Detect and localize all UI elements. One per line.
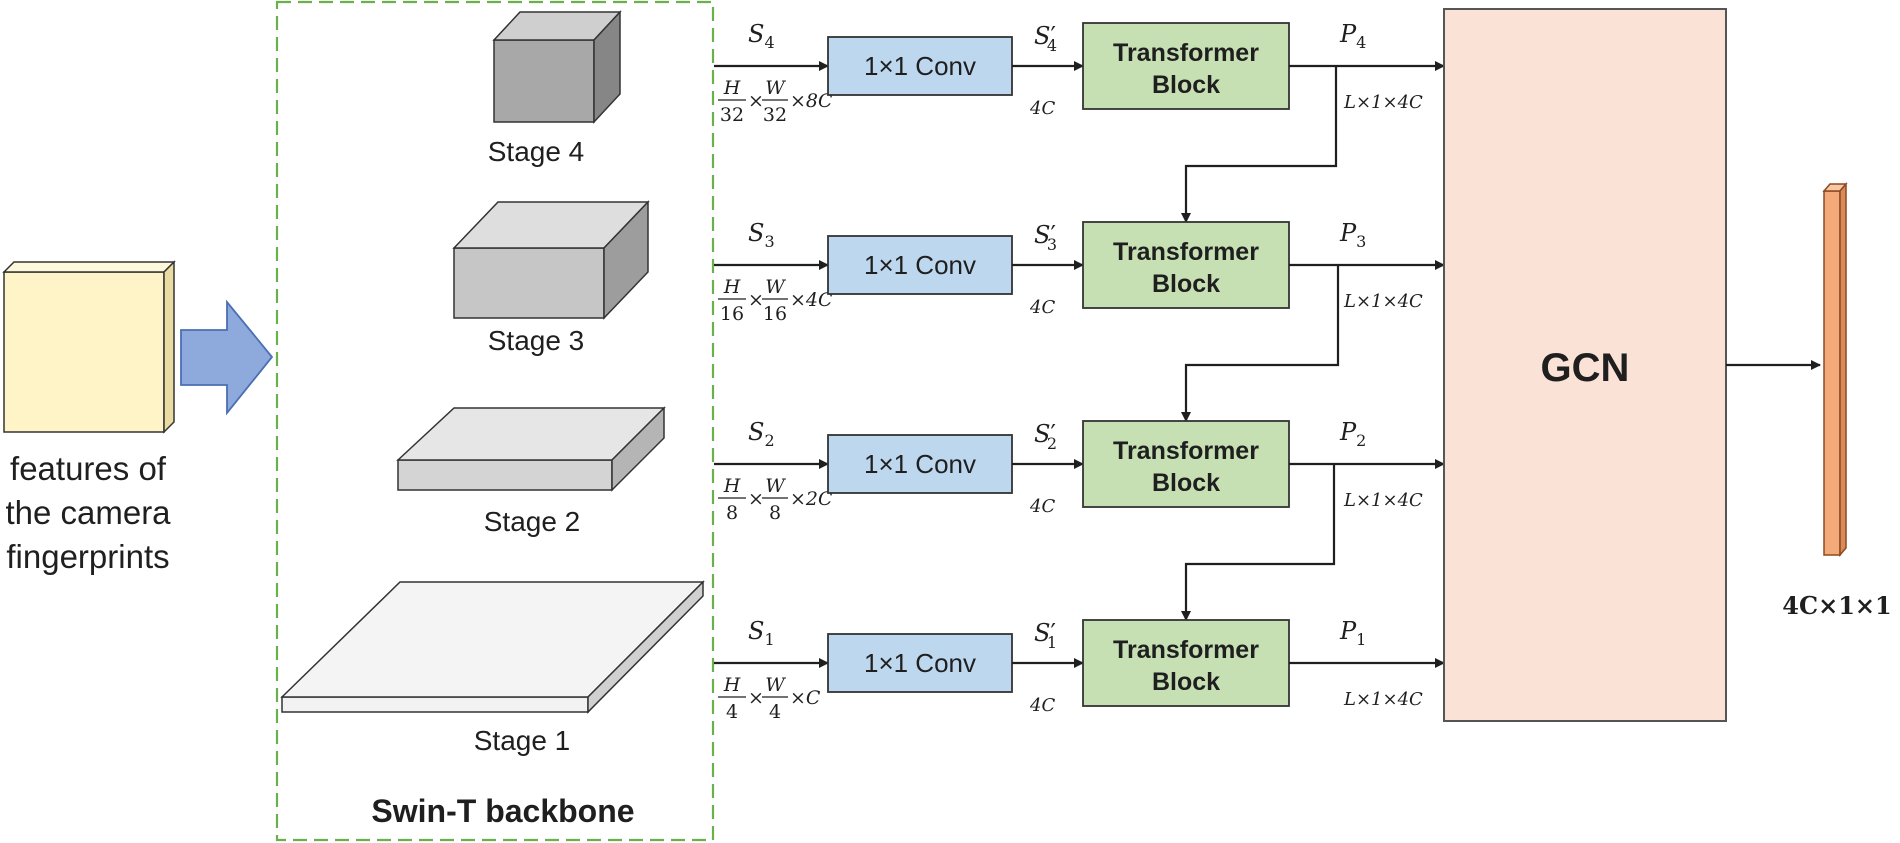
dim-w-denominator: 8	[769, 502, 781, 524]
conv-label: 1×1 Conv	[864, 250, 976, 280]
dim-channel-label: ×4C	[790, 289, 833, 311]
projected-feature-label: S′2	[1034, 420, 1057, 453]
transformer-label-line-2: Block	[1152, 71, 1220, 99]
conv-label: 1×1 Conv	[864, 648, 976, 678]
projected-feature-label: S′4	[1034, 22, 1057, 55]
pyramid-output-label: P2	[1339, 418, 1366, 450]
gcn-label: GCN	[1541, 346, 1630, 390]
dim-w-denominator: 32	[763, 104, 787, 126]
transformer-block	[1082, 221, 1290, 309]
stage-4-block	[492, 10, 622, 124]
times-sign: ×	[748, 488, 764, 510]
transformer-label-line-2: Block	[1152, 270, 1220, 298]
channel-count-label: 4C	[1029, 297, 1055, 318]
dim-channel-label: ×8C	[790, 90, 833, 112]
conv-label: 1×1 Conv	[864, 449, 976, 479]
stage-4-label: Stage 4	[488, 136, 585, 167]
output-vector	[1822, 181, 1848, 558]
output-dim-label: 4C×1×1	[1782, 591, 1891, 620]
output-dim-label: L×1×4C	[1343, 291, 1423, 312]
stage-1-block	[280, 580, 705, 714]
pyramid-output-label: P3	[1339, 219, 1366, 251]
stage-feature-label: S4	[748, 20, 775, 52]
input-label-line-2: the camera	[5, 494, 171, 531]
transformer-block	[1082, 619, 1290, 707]
projected-feature-label: S′1	[1034, 619, 1057, 652]
top-down-connection-arrow	[1181, 464, 1336, 621]
channel-count-label: 4C	[1029, 98, 1055, 119]
conv-1x1-box	[827, 36, 1013, 96]
backbone-frame	[275, 0, 715, 842]
transformer-label-line-1: Transformer	[1113, 238, 1259, 266]
times-sign: ×	[748, 90, 764, 112]
dim-w-numerator: W	[765, 276, 786, 298]
stage-2-block	[396, 406, 666, 492]
output-dim-label: L×1×4C	[1343, 92, 1423, 113]
conv-label: 1×1 Conv	[864, 51, 976, 81]
output-dim-label: L×1×4C	[1343, 689, 1423, 710]
pyramid-output-label: P1	[1339, 617, 1366, 649]
top-down-connection-arrow	[1181, 66, 1338, 223]
input-to-backbone-arrow	[180, 299, 274, 416]
dim-channel-label: ×2C	[790, 488, 833, 510]
times-sign: ×	[748, 687, 764, 709]
transformer-label-line-1: Transformer	[1113, 636, 1259, 664]
gcn-block	[1443, 8, 1727, 722]
stage-feature-label: S1	[748, 617, 775, 649]
top-down-connection-arrow	[1181, 265, 1340, 422]
input-feature-block	[2, 260, 176, 434]
transformer-label-line-2: Block	[1152, 668, 1220, 696]
dim-w-denominator: 4	[769, 701, 781, 723]
channel-count-label: 4C	[1029, 695, 1055, 716]
dim-w-numerator: W	[765, 674, 786, 696]
dim-w-denominator: 16	[763, 303, 787, 325]
projected-feature-label: S′3	[1034, 221, 1057, 254]
dim-h-denominator: 32	[720, 104, 744, 126]
transformer-block	[1082, 22, 1290, 110]
times-sign: ×	[748, 289, 764, 311]
transformer-label-line-1: Transformer	[1113, 39, 1259, 67]
stage-2-label: Stage 2	[484, 506, 581, 537]
dim-h-numerator: H	[723, 77, 741, 99]
transformer-block	[1082, 420, 1290, 508]
output-dim-label: L×1×4C	[1343, 490, 1423, 511]
dim-h-numerator: H	[723, 276, 741, 298]
dim-h-denominator: 8	[726, 502, 738, 524]
stage-feature-label: S2	[748, 418, 775, 450]
dim-h-denominator: 4	[726, 701, 738, 723]
dim-channel-label: ×C	[790, 687, 821, 709]
stage-3-label: Stage 3	[488, 325, 585, 356]
conv-1x1-box	[827, 434, 1013, 494]
input-label-line-1: features of	[10, 450, 167, 487]
dim-h-numerator: H	[723, 674, 741, 696]
dim-h-denominator: 16	[720, 303, 744, 325]
backbone-label: Swin-T backbone	[371, 793, 634, 829]
stage-1-label: Stage 1	[474, 725, 571, 756]
stage-3-block	[452, 200, 650, 320]
transformer-label-line-2: Block	[1152, 469, 1220, 497]
dim-w-numerator: W	[765, 77, 786, 99]
input-label-line-3: fingerprints	[6, 538, 169, 575]
channel-count-label: 4C	[1029, 496, 1055, 517]
pyramid-output-label: P4	[1339, 20, 1366, 52]
stage-feature-label: S3	[748, 219, 775, 251]
dim-w-numerator: W	[765, 475, 786, 497]
transformer-label-line-1: Transformer	[1113, 437, 1259, 465]
dim-h-numerator: H	[723, 475, 741, 497]
